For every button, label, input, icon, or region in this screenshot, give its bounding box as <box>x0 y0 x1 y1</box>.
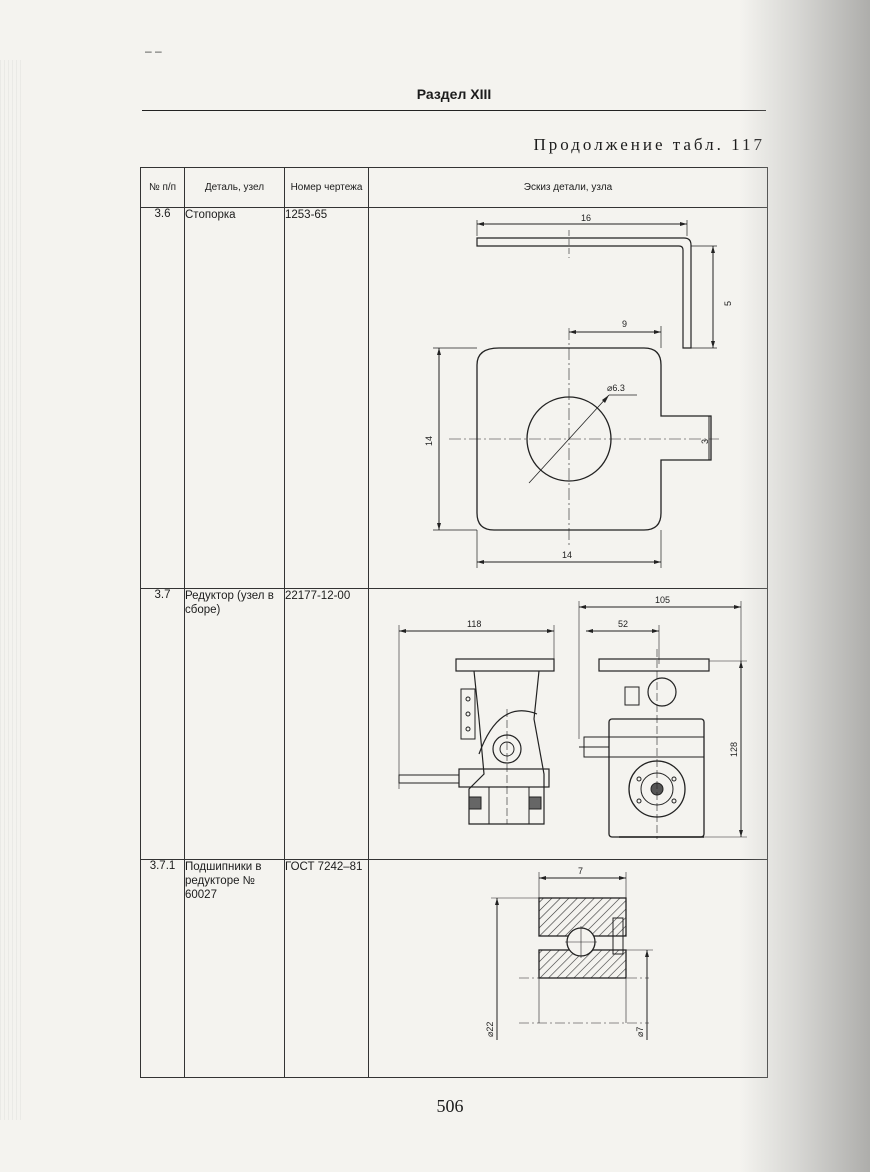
dim-label: 5 <box>723 301 733 306</box>
column-header-drawing: Номер чертежа <box>284 167 369 208</box>
dim-label: 7 <box>578 866 583 876</box>
dim-label: 3 <box>700 439 710 444</box>
row-drawing: 1253-65 <box>284 207 369 589</box>
row-number: 3.7.1 <box>140 859 185 1078</box>
page-number: 506 <box>436 1096 464 1116</box>
table-continuation-caption: Продолжение табл. 117 <box>533 135 765 154</box>
dim-label: ⌀6.3 <box>607 383 625 393</box>
row-part: Стопорка <box>184 207 285 589</box>
scan-streaks <box>0 60 22 1120</box>
column-header-part: Деталь, узел <box>184 167 285 208</box>
dim-label: 105 <box>655 595 670 605</box>
column-header-sketch: Эскиз детали, узла <box>368 167 768 208</box>
column-header-number: № п/п <box>140 167 185 208</box>
gearbox-sketch: 118 105 52 128 <box>398 595 747 839</box>
table-row: 3.7 Редуктор (узел в сборе) 22177-12-00 <box>140 588 768 860</box>
row-part: Подшипники в редукторе № 60027 <box>184 859 285 1078</box>
row-drawing: 22177-12-00 <box>284 588 369 860</box>
dim-label: 14 <box>562 550 572 560</box>
scan-mark: – – <box>145 44 162 58</box>
dim-label: 14 <box>424 436 434 446</box>
sketch-cell: 16 5 9 ⌀6.3 14 3 14 <box>368 207 768 589</box>
table-header-row: № п/п Деталь, узел Номер чертежа Эскиз д… <box>140 167 768 208</box>
dim-label: 52 <box>618 619 628 629</box>
table-row: 3.6 Стопорка 1253-65 <box>140 207 768 589</box>
dim-label: 128 <box>729 742 739 757</box>
section-rule <box>142 110 766 111</box>
section-title: Раздел XIII <box>416 86 492 102</box>
dim-label: 9 <box>622 319 627 329</box>
dim-label: ⌀7 <box>635 1027 645 1037</box>
row-number: 3.7 <box>140 588 185 860</box>
parts-table: № п/п Деталь, узел Номер чертежа Эскиз д… <box>140 167 768 1078</box>
table-row: 3.7.1 Подшипники в редукторе № 60027 ГОС… <box>140 859 768 1078</box>
dim-label: ⌀22 <box>485 1022 495 1037</box>
bearing-sketch: 7 ⌀22 ⌀7 <box>485 866 653 1040</box>
sketch-cell: 7 ⌀22 ⌀7 <box>368 859 768 1078</box>
dim-label: 16 <box>581 213 591 223</box>
row-drawing: ГОСТ 7242–81 <box>284 859 369 1078</box>
row-number: 3.6 <box>140 207 185 589</box>
sketch-cell: 118 105 52 128 <box>368 588 768 860</box>
stopper-sketch: 16 5 9 ⌀6.3 14 3 14 <box>424 213 733 568</box>
dim-label: 118 <box>467 619 481 629</box>
row-part: Редуктор (узел в сборе) <box>184 588 285 860</box>
